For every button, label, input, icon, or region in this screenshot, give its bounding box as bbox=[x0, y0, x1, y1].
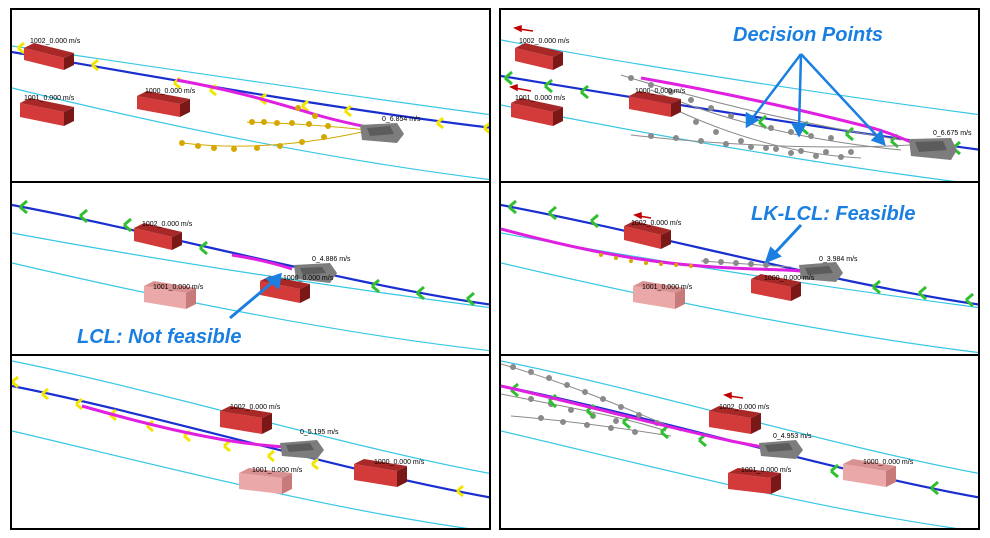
vehicle-1002-label: 1002_0.000 m/s bbox=[142, 221, 193, 228]
vehicle-1002-label: 1002_0.000 m/s bbox=[30, 38, 81, 45]
vehicle-1002-label: 1002_0.000 m/s bbox=[631, 220, 682, 227]
sampled-trajectories bbox=[599, 253, 693, 268]
scene-canvas: 1002_0.000 m/s 1001_0.000 m/s 1000_0.000… bbox=[12, 360, 489, 528]
vehicle-1001-faded bbox=[239, 468, 292, 494]
vehicle-1002-label: 1002_0.000 m/s bbox=[230, 404, 281, 411]
scene-panel-6: 1002_0.000 m/s 1001_0.000 m/s 1000_0.000… bbox=[499, 354, 980, 530]
ego-car bbox=[360, 123, 404, 143]
vehicle-1002 bbox=[624, 221, 671, 249]
chevron-markers bbox=[12, 375, 464, 498]
vehicle-1000-faded bbox=[843, 459, 896, 487]
lane-border-upper bbox=[12, 232, 489, 309]
vehicle-1000 bbox=[629, 91, 681, 117]
lane-border-lower bbox=[501, 262, 978, 354]
vehicle-1001 bbox=[511, 98, 563, 126]
scene-canvas: LCL: Not feasible 1002_0.000 m/s 1001_0.… bbox=[12, 199, 489, 352]
decision-point-arrows bbox=[745, 53, 886, 146]
scene-panel-4: LK-LCL: Feasible 1002_0.000 m/s 1001_0.0… bbox=[499, 181, 980, 356]
lane-border-lower bbox=[12, 262, 489, 352]
vehicle-1001-label: 1001_0.000 m/s bbox=[515, 95, 566, 102]
vehicle-1002 bbox=[24, 43, 74, 70]
scene-panel-2: Decision Points 1002_0.000 m/s 1001_0.00… bbox=[499, 8, 980, 183]
velocity-arrows bbox=[723, 391, 744, 400]
vehicle-1000 bbox=[137, 91, 190, 117]
ego-speed-label: 0_3.984 m/s bbox=[819, 256, 858, 263]
vehicle-1000-label: 1000_0.000 m/s bbox=[635, 88, 686, 95]
vehicle-1002-label: 1002_0.000 m/s bbox=[519, 38, 570, 45]
ego-speed-label: 0_6.854 m/s bbox=[382, 116, 421, 123]
vehicle-1000-label: 1000_0.000 m/s bbox=[374, 459, 425, 466]
vehicle-1002-label: 1002_0.000 m/s bbox=[719, 404, 770, 411]
lane-border-lower bbox=[501, 104, 956, 181]
lk-lcl-feasible-callout: LK-LCL: Feasible bbox=[751, 203, 915, 225]
chevron-markers bbox=[510, 382, 939, 496]
planned-path bbox=[176, 78, 373, 130]
decision-points-callout: Decision Points bbox=[733, 24, 883, 46]
chevron-markers bbox=[508, 199, 974, 308]
vehicle-1000-label: 1000_0.000 m/s bbox=[145, 88, 196, 95]
vehicle-1001-label: 1001_0.000 m/s bbox=[252, 467, 303, 474]
vehicle-1001 bbox=[20, 98, 74, 126]
lcl-not-feasible-callout: LCL: Not feasible bbox=[77, 326, 241, 348]
lane-border-upper bbox=[501, 232, 978, 309]
planned-path bbox=[231, 253, 293, 271]
ego-speed-label: 0_4.953 m/s bbox=[773, 433, 812, 440]
alternative-trajectories bbox=[501, 363, 682, 437]
lane-center bbox=[501, 203, 978, 306]
sampled-trajectories bbox=[179, 105, 368, 152]
vehicle-1001-label: 1001_0.000 m/s bbox=[741, 467, 792, 474]
scene-canvas: LK-LCL: Feasible 1002_0.000 m/s 1001_0.0… bbox=[501, 199, 978, 354]
vehicle-1000-label: 1000_0.000 m/s bbox=[764, 275, 815, 282]
ego-speed-label: 0_4.886 m/s bbox=[312, 256, 351, 263]
ego-speed-label: 0_6.675 m/s bbox=[933, 130, 972, 137]
vehicle-1001-faded bbox=[633, 281, 685, 309]
lane-center bbox=[12, 50, 489, 129]
infeasible-arrow bbox=[229, 272, 282, 320]
scene-canvas: Decision Points 1002_0.000 m/s 1001_0.00… bbox=[501, 24, 978, 181]
alternative-trajectories bbox=[700, 258, 792, 268]
vehicle-1001-label: 1001_0.000 m/s bbox=[153, 284, 204, 291]
ego-car bbox=[799, 262, 843, 282]
vehicle-1001 bbox=[728, 468, 781, 494]
scene-panel-1: 1002_0.000 m/s 1001_0.000 m/s 1000_0.000… bbox=[10, 8, 491, 183]
ego-car bbox=[294, 263, 337, 283]
vehicle-1000 bbox=[751, 274, 801, 301]
ego-car bbox=[280, 440, 324, 459]
planned-path bbox=[640, 76, 912, 144]
vehicle-1000 bbox=[354, 459, 407, 487]
feasible-arrow bbox=[764, 223, 803, 264]
lane-border-lower bbox=[12, 87, 489, 181]
velocity-arrows bbox=[509, 24, 534, 92]
ego-speed-label: 0_5.195 m/s bbox=[300, 429, 339, 436]
lane-border-upper bbox=[501, 39, 978, 116]
scene-panel-3: LCL: Not feasible 1002_0.000 m/s 1001_0.… bbox=[10, 181, 491, 356]
ego-car bbox=[759, 440, 803, 459]
lane-border-upper bbox=[12, 45, 489, 116]
vehicle-1001-label: 1001_0.000 m/s bbox=[642, 284, 693, 291]
scene-panel-5: 1002_0.000 m/s 1001_0.000 m/s 1000_0.000… bbox=[10, 354, 491, 530]
velocity-arrows bbox=[633, 211, 652, 220]
chevron-markers bbox=[19, 199, 475, 307]
vehicle-1002 bbox=[515, 43, 563, 70]
vehicle-1000 bbox=[260, 276, 310, 303]
scene-canvas: 1002_0.000 m/s 1001_0.000 m/s 1000_0.000… bbox=[501, 360, 978, 528]
vehicle-1001-faded bbox=[144, 281, 196, 309]
vehicle-1001-label: 1001_0.000 m/s bbox=[24, 95, 75, 102]
planned-path bbox=[501, 227, 802, 273]
vehicle-1002 bbox=[709, 406, 761, 434]
scene-canvas: 1002_0.000 m/s 1001_0.000 m/s 1000_0.000… bbox=[12, 38, 489, 181]
vehicle-1000-label: 1000_0.000 m/s bbox=[283, 275, 334, 282]
vehicle-1000-label: 1000_0.000 m/s bbox=[863, 459, 914, 466]
vehicle-1002 bbox=[220, 406, 272, 434]
ego-car bbox=[909, 138, 957, 160]
vehicle-1002 bbox=[134, 223, 182, 250]
